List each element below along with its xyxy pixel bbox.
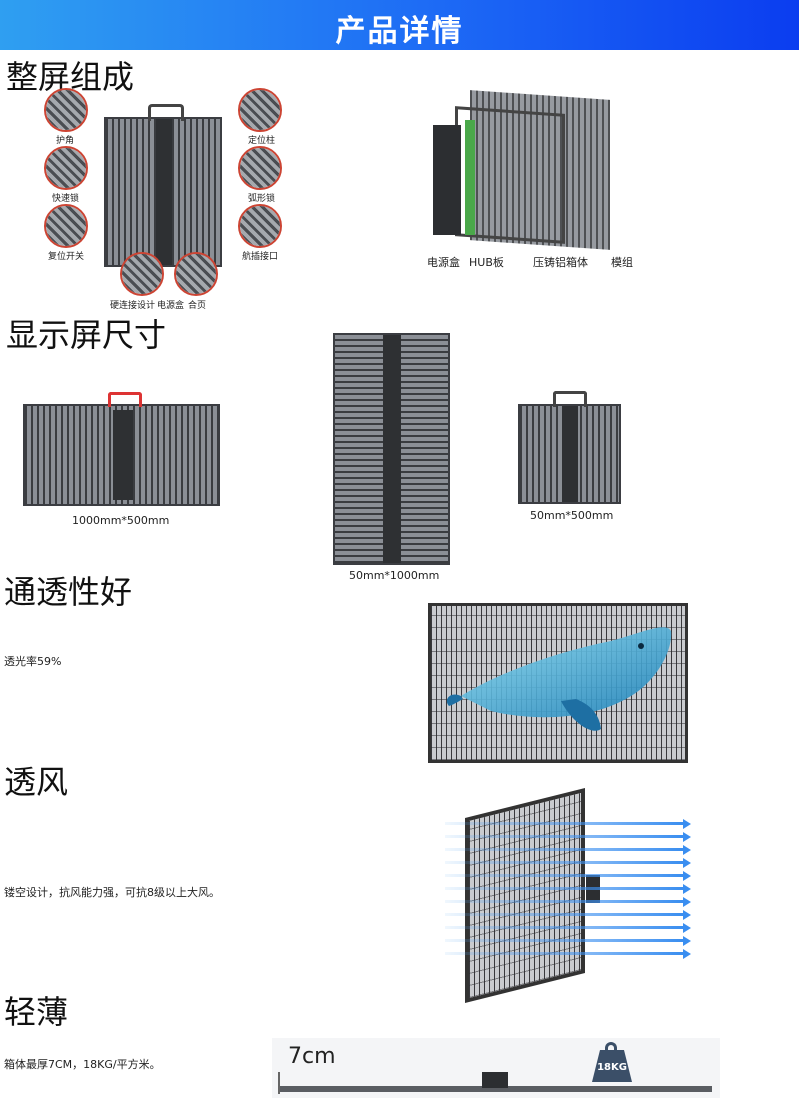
cabinet-500x1000-image bbox=[333, 333, 450, 565]
cabinet-500x500-image bbox=[518, 404, 621, 504]
wind-arrow-icon bbox=[683, 936, 691, 946]
wind-arrow-line bbox=[445, 900, 683, 903]
hinge-image bbox=[174, 252, 218, 296]
size-label-500x1000: 50mm*1000mm bbox=[349, 569, 440, 582]
exploded-label-module: 模组 bbox=[611, 256, 633, 269]
cabinet-back-image bbox=[104, 117, 222, 267]
transparency-text: 透光率59% bbox=[4, 655, 62, 668]
aviation-plug-image bbox=[238, 204, 282, 248]
callout-hard-connection: 硬连接设计 bbox=[110, 301, 156, 311]
wind-arrow-icon bbox=[683, 845, 691, 855]
arc-lock-image bbox=[238, 146, 282, 190]
weight-icon: 18KG bbox=[592, 1042, 632, 1082]
wind-arrow-icon bbox=[683, 923, 691, 933]
wind-arrow-icon bbox=[683, 884, 691, 894]
cabinet-500x1000-spine bbox=[383, 335, 401, 563]
wind-arrow-icon bbox=[683, 897, 691, 907]
thin-text: 箱体最厚7CM，18KG/平方米。 bbox=[4, 1058, 161, 1071]
wind-text: 镂空设计，抗风能力强，可抗8级以上大风。 bbox=[4, 886, 220, 899]
weight-label: 18KG bbox=[597, 1062, 627, 1073]
callout-reset-switch: 复位开关 bbox=[48, 252, 85, 262]
whale-icon bbox=[446, 627, 672, 731]
wind-arrow-icon bbox=[683, 910, 691, 920]
reset-switch-image bbox=[44, 204, 88, 248]
wind-arrow-line bbox=[445, 874, 683, 877]
callout-corner-guard: 护角 bbox=[56, 136, 75, 146]
size-label-1000x500: 1000mm*500mm bbox=[72, 514, 170, 527]
callout-quick-lock: 快速锁 bbox=[52, 194, 80, 204]
section-title-thin: 轻薄 bbox=[4, 993, 69, 1031]
cabinet-side-profile bbox=[280, 1086, 712, 1092]
hard-connection-image bbox=[120, 252, 164, 296]
section-title-sizes: 显示屏尺寸 bbox=[6, 316, 167, 354]
wind-arrow-icon bbox=[683, 819, 691, 829]
callout-hinge: 合页 bbox=[188, 301, 207, 311]
cabinet-spine bbox=[156, 119, 172, 265]
callout-power-box: 电源盒 bbox=[157, 301, 185, 311]
section-title-transparency: 通透性好 bbox=[4, 573, 133, 611]
page-header: 产品详情 bbox=[0, 0, 799, 50]
wind-arrow-line bbox=[445, 952, 683, 955]
callout-aviation-plug: 航插接口 bbox=[242, 252, 279, 262]
thin-illustration: 7cm 18KG bbox=[272, 1038, 720, 1098]
wind-arrow-line bbox=[445, 861, 683, 864]
exploded-view-image bbox=[425, 90, 620, 255]
wind-arrow-line bbox=[445, 848, 683, 851]
callout-arc-lock: 弧形锁 bbox=[248, 194, 276, 204]
transparent-screen-image bbox=[428, 603, 688, 763]
size-label-500x500: 50mm*500mm bbox=[530, 509, 614, 522]
wind-arrow-icon bbox=[683, 858, 691, 868]
callout-locating-pin: 定位柱 bbox=[248, 136, 276, 146]
wind-illustration bbox=[440, 788, 700, 1003]
wind-arrows bbox=[440, 819, 695, 969]
quick-lock-image bbox=[44, 146, 88, 190]
exploded-label-hub: HUB板 bbox=[469, 256, 504, 269]
cabinet-1000x500-image bbox=[23, 404, 220, 506]
wind-arrow-line bbox=[445, 887, 683, 890]
handle-icon bbox=[553, 391, 587, 407]
cabinet-500x500-spine bbox=[562, 406, 578, 502]
thickness-label: 7cm bbox=[288, 1044, 336, 1069]
cabinet-1000x500-spine bbox=[113, 410, 133, 500]
section-title-wind: 透风 bbox=[4, 763, 69, 801]
wind-arrow-line bbox=[445, 939, 683, 942]
page-title: 产品详情 bbox=[335, 14, 464, 49]
power-box-profile bbox=[482, 1072, 508, 1088]
corner-guard-image bbox=[44, 88, 88, 132]
hub-board bbox=[465, 120, 475, 235]
exploded-label-power-box: 电源盒 bbox=[427, 256, 460, 269]
cabinet-diagram: 护角 快速锁 复位开关 定位柱 弧形锁 航插接口 硬连接设计 电源盒 合页 bbox=[40, 82, 290, 312]
wind-arrow-line bbox=[445, 835, 683, 838]
thickness-marker bbox=[278, 1072, 280, 1094]
wind-arrow-icon bbox=[683, 832, 691, 842]
wind-arrow-line bbox=[445, 926, 683, 929]
handle-icon bbox=[108, 392, 142, 407]
power-box bbox=[433, 125, 461, 235]
wind-arrow-line bbox=[445, 822, 683, 825]
handle-icon bbox=[148, 104, 184, 121]
locating-pin-image bbox=[238, 88, 282, 132]
wind-arrow-icon bbox=[683, 871, 691, 881]
wind-arrow-line bbox=[445, 913, 683, 916]
wind-arrow-icon bbox=[683, 949, 691, 959]
exploded-label-cabinet: 压铸铝箱体 bbox=[533, 256, 588, 269]
